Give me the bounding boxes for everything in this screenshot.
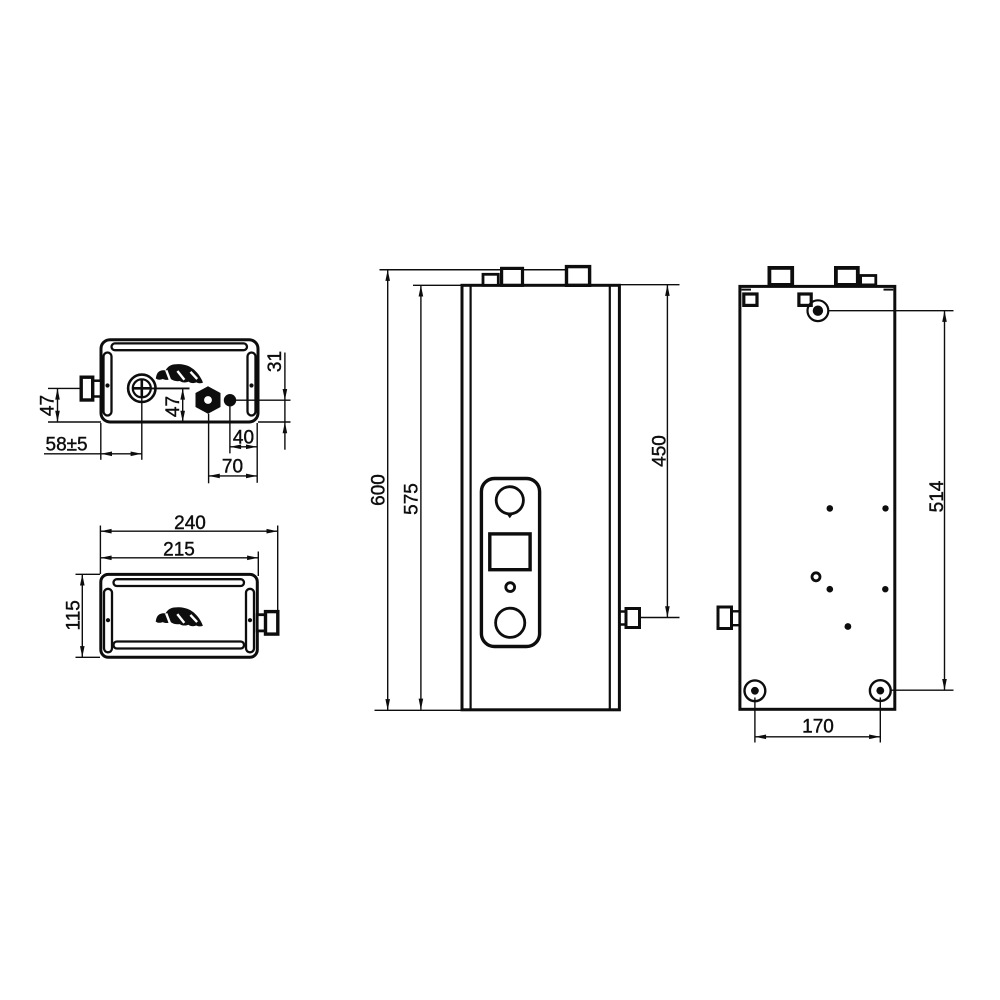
svg-text:450: 450 — [650, 435, 671, 467]
svg-text:70: 70 — [222, 457, 243, 478]
svg-text:40: 40 — [233, 428, 254, 449]
svg-text:514: 514 — [927, 480, 948, 512]
svg-text:47: 47 — [163, 396, 184, 417]
svg-text:170: 170 — [802, 717, 834, 738]
svg-text:47: 47 — [38, 395, 59, 416]
svg-text:575: 575 — [401, 483, 422, 515]
svg-text:240: 240 — [174, 513, 206, 534]
svg-text:600: 600 — [368, 474, 389, 506]
svg-text:115: 115 — [64, 600, 85, 630]
svg-text:215: 215 — [163, 540, 195, 561]
svg-text:31: 31 — [265, 351, 286, 372]
svg-text:58±5: 58±5 — [46, 435, 88, 456]
